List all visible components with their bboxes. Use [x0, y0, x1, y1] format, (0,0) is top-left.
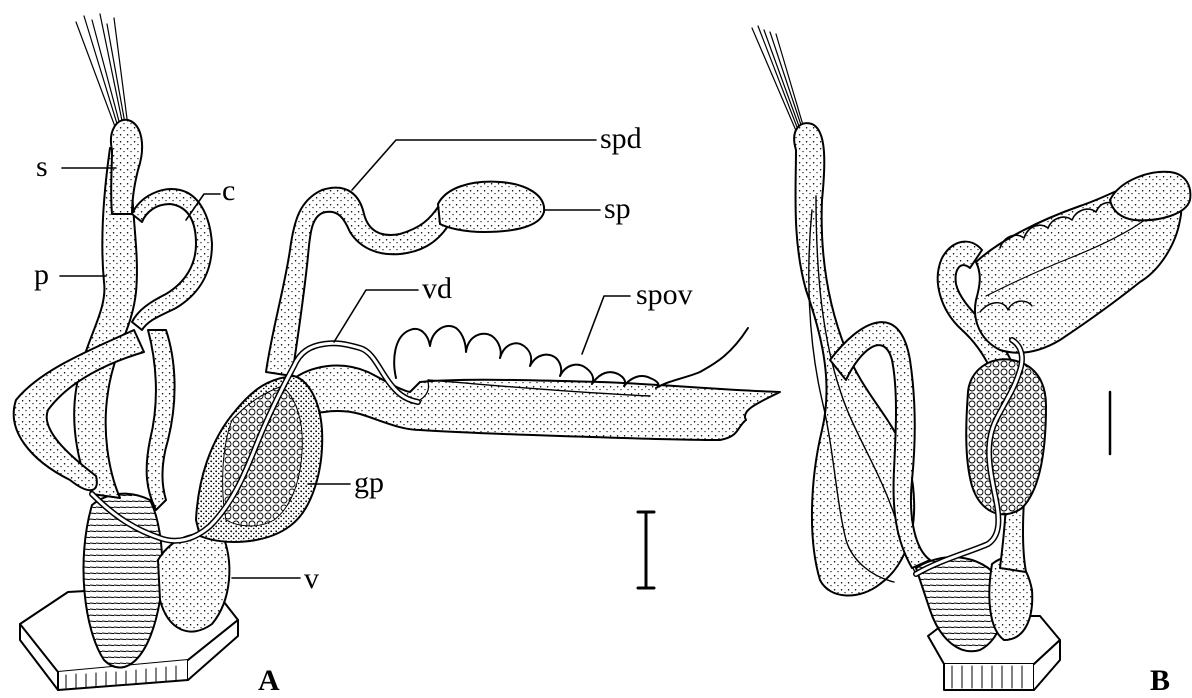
labels-b: B: [1150, 664, 1170, 697]
prostate-b: [966, 359, 1046, 514]
spermatheca-a: [438, 182, 544, 232]
label-sp: sp: [604, 192, 631, 225]
label-c: c: [222, 174, 235, 207]
label-gp: gp: [354, 466, 384, 499]
scale-bar-a: [638, 512, 654, 588]
spov-lobes-a: [394, 326, 748, 388]
label-v: v: [304, 562, 319, 595]
label-s: s: [36, 150, 48, 183]
panel-label-b: B: [1150, 664, 1170, 697]
spermatheca-b: [1110, 172, 1190, 221]
flagellum-a: [111, 120, 142, 214]
spermoviduct-a: [292, 366, 780, 440]
label-spd: spd: [600, 122, 642, 155]
label-spov: spov: [636, 278, 693, 311]
panel-b-drawing: [752, 26, 1190, 690]
panel-label-a: A: [258, 664, 280, 697]
leader-spov: [582, 296, 630, 354]
caecum-a: [132, 189, 212, 330]
panel-a-drawing: [14, 14, 780, 690]
label-vd: vd: [422, 272, 452, 305]
label-p: p: [34, 258, 49, 291]
